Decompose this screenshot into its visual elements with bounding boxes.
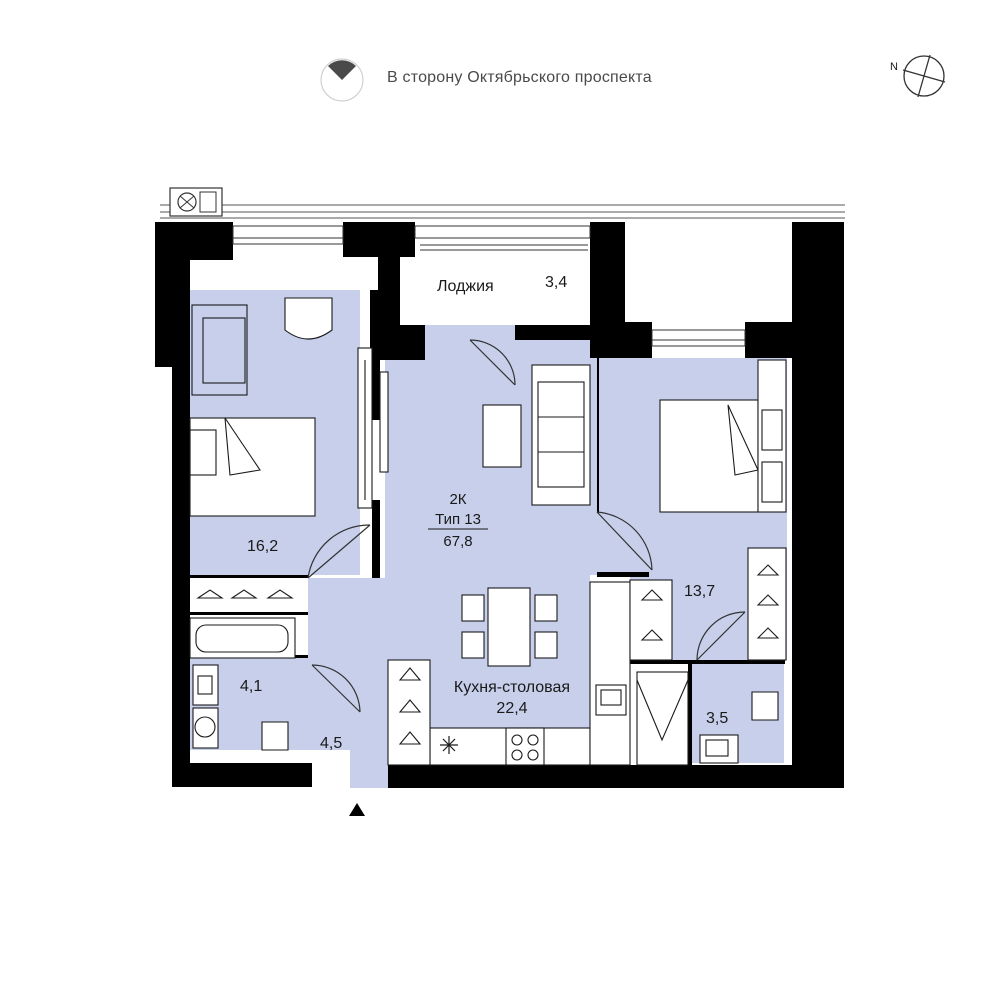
toilet-bath <box>261 721 289 751</box>
bathroom-door <box>311 664 361 713</box>
wc-toilet <box>751 691 779 721</box>
loggia-window <box>420 244 588 251</box>
doors <box>307 339 746 713</box>
furniture <box>189 297 787 766</box>
loggia-area <box>415 240 593 325</box>
direction-icon <box>320 58 364 102</box>
kitchen-area: 22,4 <box>496 700 527 717</box>
windows <box>232 225 746 347</box>
hangers <box>196 564 780 745</box>
hall-area: 4,5 <box>320 735 342 752</box>
dining-table <box>487 587 531 667</box>
compass-icon: N <box>890 54 946 98</box>
kitchen-name: Кухня-столовая <box>454 679 570 696</box>
closet-right <box>747 547 787 661</box>
loggia-fill <box>425 325 515 340</box>
apartment-total-area: 67,8 <box>443 533 472 550</box>
walls <box>155 222 844 788</box>
air-conditioner-icon <box>169 187 223 217</box>
coffee-table <box>482 404 522 468</box>
loggia-door <box>469 339 516 386</box>
stove-icon <box>505 727 545 766</box>
freezer-icon <box>440 736 458 754</box>
loggia-area-value: 3,4 <box>545 274 567 291</box>
apartment-label: 2К Тип 13 67,8 <box>428 491 488 550</box>
room-fills <box>190 290 787 788</box>
sofa <box>531 364 591 506</box>
wc-door <box>696 611 746 661</box>
apartment-rooms: 2К <box>449 491 466 508</box>
direction-label: В сторону Октябрьского проспекта <box>387 69 652 86</box>
washing-machine <box>192 707 219 749</box>
shower <box>636 671 689 766</box>
hall-kitchen-fill <box>308 340 597 788</box>
kitchen-counter-side <box>589 581 631 766</box>
armchair <box>191 304 248 396</box>
wc-area: 3,5 <box>706 710 728 727</box>
tv <box>379 371 389 473</box>
bedroom-right-area: 13,7 <box>684 583 715 600</box>
desk-chair <box>284 297 333 340</box>
apartment-type: Тип 13 <box>435 511 481 528</box>
entrance-arrow-icon <box>349 803 365 816</box>
loggia-name: Лоджия <box>437 278 494 295</box>
bedroom-right-door <box>596 511 653 571</box>
bedroom-left-door <box>307 524 371 579</box>
bathroom-area: 4,1 <box>240 678 262 695</box>
bath-sink <box>192 664 219 706</box>
wardrobe-right <box>757 359 787 513</box>
compass-letter: N <box>890 61 898 73</box>
closet-small <box>629 579 673 661</box>
facade-lines <box>160 204 845 219</box>
bedroom-left-area: 16,2 <box>247 538 278 555</box>
